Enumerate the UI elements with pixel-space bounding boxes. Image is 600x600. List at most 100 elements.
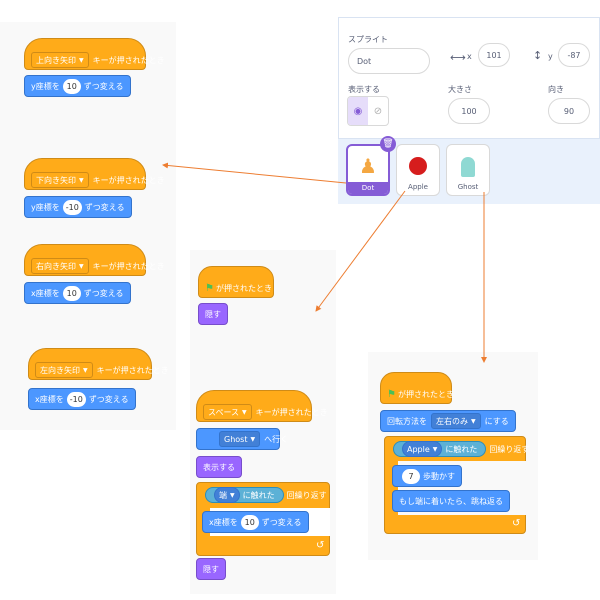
- flag-hat-block[interactable]: ⚑ が押されたとき: [198, 266, 274, 298]
- chevron-down-icon: ▼: [432, 445, 438, 453]
- hat-label: キーが押されたとき: [92, 261, 165, 271]
- left-key-hat-block[interactable]: 左向き矢印▼ キーが押されたとき: [28, 348, 169, 380]
- touch-target-dropdown[interactable]: 端▼: [214, 487, 240, 503]
- value-input[interactable]: 10: [62, 78, 81, 94]
- touching-block[interactable]: Apple▼ に触れた: [393, 441, 487, 457]
- key-label: 下向き矢印: [36, 175, 76, 185]
- sprite-name: Apple: [408, 183, 428, 191]
- block-label: x座標を: [35, 394, 64, 404]
- green-flag-icon: ⚑: [205, 282, 214, 294]
- block-label: ずつ変える: [88, 394, 129, 404]
- sprite-label: スプライト: [348, 35, 388, 44]
- block-label: y座標を: [31, 202, 60, 212]
- bounce-block[interactable]: もし端に着いたら、跳ね返る: [392, 490, 510, 512]
- right-key-hat-block[interactable]: 右向き矢印▼ キーが押されたとき: [24, 244, 165, 276]
- value-input[interactable]: -10: [66, 391, 86, 407]
- block-label: にする: [484, 416, 509, 426]
- eye-slash-icon: ⊘: [373, 105, 383, 117]
- chevron-down-icon: ▼: [83, 366, 88, 374]
- value-input[interactable]: -10: [62, 199, 82, 215]
- repeat-until-header: Apple▼ に触れた 回繰り返す: [390, 439, 529, 459]
- direction-field[interactable]: 90: [548, 98, 590, 124]
- block-label: 表示する: [203, 462, 235, 472]
- flag-hat-block[interactable]: ⚑ が押されたとき: [380, 372, 454, 404]
- chevron-down-icon: ▼: [250, 435, 256, 443]
- key-dropdown[interactable]: 左向き矢印▼: [35, 362, 93, 378]
- chevron-down-icon: ▼: [79, 56, 84, 64]
- block-label: x座標を: [31, 288, 60, 298]
- size-field[interactable]: 100: [448, 98, 490, 124]
- key-dropdown[interactable]: 下向き矢印▼: [31, 172, 89, 188]
- sprite-card-ghost[interactable]: Ghost: [446, 144, 490, 196]
- move-steps-block[interactable]: 7 歩動かす: [392, 465, 462, 487]
- green-flag-icon: ⚑: [387, 388, 396, 400]
- hide-block[interactable]: 隠す: [196, 558, 226, 580]
- x-position-field[interactable]: 101: [478, 43, 510, 67]
- x-label: x: [467, 52, 472, 61]
- y-position-field[interactable]: -87: [558, 43, 590, 67]
- steps-input[interactable]: 7: [402, 468, 420, 484]
- chevron-down-icon: ▼: [230, 491, 235, 499]
- y-arrows-icon: ↕: [533, 49, 543, 62]
- block-label: に触れた: [445, 444, 478, 454]
- loop-arrow-icon: ↺: [512, 518, 521, 529]
- sprite-name-field[interactable]: Dot: [348, 48, 430, 74]
- trash-icon: 🗑: [382, 139, 394, 149]
- block-label: 隠す: [203, 564, 219, 574]
- block-label: ずつ変える: [84, 202, 125, 212]
- target-dropdown[interactable]: Ghost▼: [219, 431, 261, 447]
- block-label: もし端に着いたら、跳ね返る: [399, 496, 503, 506]
- change-y-block[interactable]: y座標を -10 ずつ変える: [24, 196, 132, 218]
- change-x-block[interactable]: x座標を -10 ずつ変える: [28, 388, 136, 410]
- show-block[interactable]: 表示する: [196, 456, 242, 478]
- rotation-dropdown[interactable]: 左右のみ▼: [431, 413, 481, 429]
- touch-target-dropdown[interactable]: Apple▼: [402, 441, 443, 457]
- sprite-card-apple[interactable]: Apple: [396, 144, 440, 196]
- chevron-down-icon: ▼: [242, 408, 247, 416]
- sprite-name: Dot: [348, 182, 388, 194]
- block-label: 回繰り返す: [489, 444, 530, 454]
- chevron-down-icon: ▼: [471, 417, 476, 425]
- change-y-block[interactable]: y座標を 10 ずつ変える: [24, 75, 131, 97]
- key-dropdown[interactable]: 右向き矢印▼: [31, 258, 89, 274]
- delete-sprite-button[interactable]: 🗑: [380, 136, 396, 152]
- space-key-hat-block[interactable]: スペース▼ キーが押されたとき: [196, 390, 328, 422]
- value-input[interactable]: 10: [62, 285, 81, 301]
- goto-block[interactable]: Ghost▼ へ行く: [196, 428, 288, 450]
- touching-block[interactable]: 端▼ に触れた: [205, 487, 284, 503]
- set-rotation-style-block[interactable]: 回転方法を 左右のみ▼ にする: [380, 410, 516, 432]
- block-label: ずつ変える: [83, 288, 124, 298]
- hat-label: キーが押されたとき: [255, 407, 328, 417]
- show-visible-button[interactable]: ◉: [348, 97, 368, 125]
- block-label: 歩動かす: [423, 471, 455, 481]
- key-label: スペース: [208, 407, 240, 417]
- key-dropdown[interactable]: 上向き矢印▼: [31, 52, 89, 68]
- change-x-block[interactable]: x座標を 10 ずつ変える: [202, 511, 309, 533]
- down-key-hat-block[interactable]: 下向き矢印▼ キーが押されたとき: [24, 158, 165, 190]
- rotation-label: 左右のみ: [436, 416, 468, 426]
- hide-block[interactable]: 隠す: [198, 303, 228, 325]
- change-x-block[interactable]: x座標を 10 ずつ変える: [24, 282, 131, 304]
- show-toggle-group: ◉ ⊘: [347, 96, 389, 126]
- block-label: x座標を: [209, 517, 238, 527]
- target-label: Apple: [407, 444, 430, 454]
- block-label: y座標を: [31, 81, 60, 91]
- sprite-card-dot[interactable]: ♟ Dot: [346, 144, 390, 196]
- dot-sprite-icon: ♟: [359, 154, 377, 178]
- target-label: 端: [219, 490, 227, 500]
- show-hidden-button[interactable]: ⊘: [368, 97, 388, 125]
- hat-label: キーが押されたとき: [92, 175, 165, 185]
- loop-arrow-icon: ↺: [316, 540, 325, 551]
- sprite-name: Ghost: [457, 183, 479, 191]
- key-label: 右向き矢印: [36, 261, 76, 271]
- value-input[interactable]: 10: [240, 514, 259, 530]
- block-label: 隠す: [205, 309, 221, 319]
- hat-label: キーが押されたとき: [92, 55, 165, 65]
- up-key-hat-block[interactable]: 上向き矢印▼ キーが押されたとき: [24, 38, 165, 70]
- apple-sprite-icon: [409, 157, 427, 175]
- block-label: ずつ変える: [261, 517, 302, 527]
- key-dropdown[interactable]: スペース▼: [203, 404, 252, 420]
- arrow-dot-to-scripts: [162, 162, 347, 184]
- size-label: 大きさ: [448, 85, 472, 94]
- y-label: y: [548, 52, 553, 61]
